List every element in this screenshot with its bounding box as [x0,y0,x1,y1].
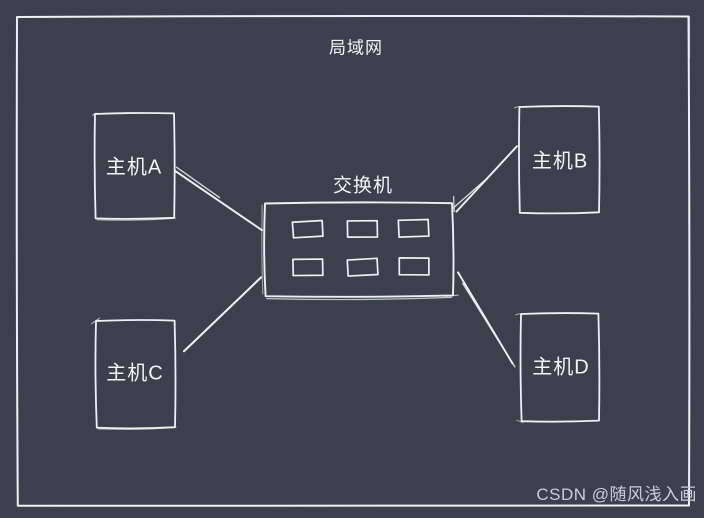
lan-title: 局域网 [329,38,383,58]
switch-port [398,257,430,276]
host-d-label: 主机D [532,356,590,379]
switch-port [346,219,379,239]
switch-label: 交换机 [332,175,394,197]
switch-box [261,195,459,301]
watermark: CSDN @随风浅入画 [536,485,697,504]
edge-host-a-switch [174,166,263,232]
host-b-box [513,105,601,215]
host-b-label: 主机B [531,150,589,173]
host-c-box [91,317,177,431]
edge-host-b-switch [452,145,518,213]
host-c-label: 主机C [106,362,164,385]
edge-host-d-switch [457,271,516,368]
edge-host-c-switch [182,276,263,353]
switch-ports [291,218,430,277]
host-a-box [92,112,177,221]
switch-port [292,258,324,277]
lan-frame [15,14,691,508]
switch-port [346,257,379,277]
host-a-label: 主机A [105,156,163,179]
switch-port [397,218,430,238]
switch-port [291,219,324,239]
host-d-box [515,312,601,424]
